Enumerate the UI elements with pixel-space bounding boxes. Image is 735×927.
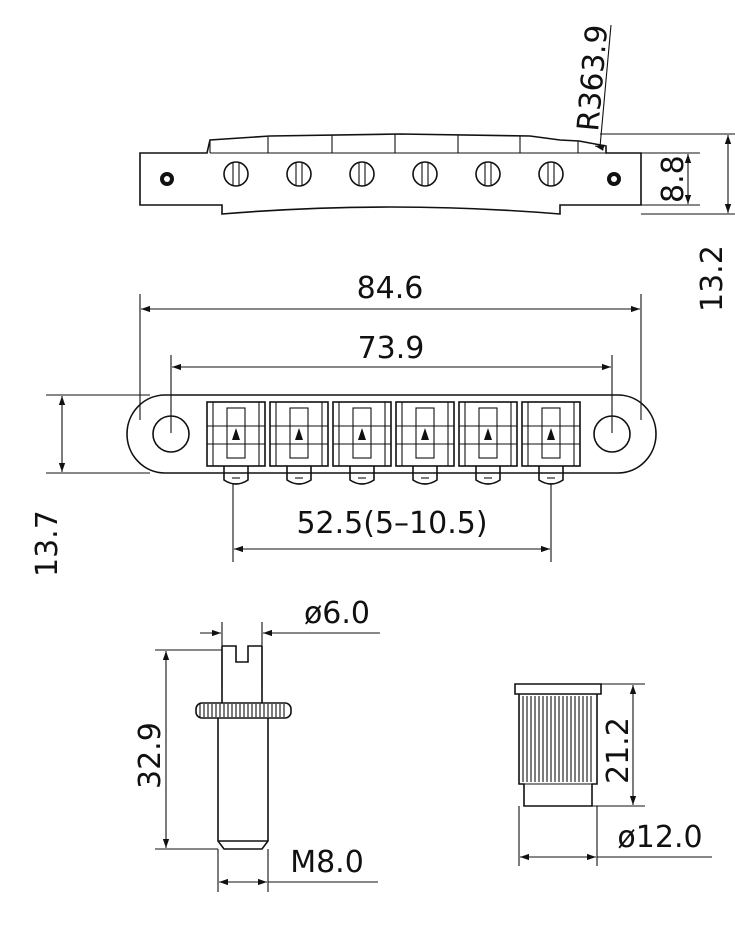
anchor-diameter-label: ø12.0	[617, 820, 702, 855]
overall-length-label: 84.6	[357, 271, 424, 306]
post-hole-left	[152, 415, 190, 453]
top-view: 84.6 73.9 13.7 52.5(5–10.5)	[30, 271, 657, 577]
post-hole-right	[593, 415, 631, 453]
dimension-21-2: 21.2	[592, 683, 645, 807]
saddle	[332, 401, 392, 485]
dimension-13-2: 13.2	[600, 133, 735, 312]
dimension-52-5: 52.5(5–10.5)	[232, 484, 552, 562]
string-spacing-label: 52.5(5–10.5)	[296, 506, 487, 541]
side-saddle-screw	[286, 161, 312, 187]
anchor-flange	[514, 683, 602, 695]
side-saddle-screw	[475, 161, 501, 187]
saddle	[395, 401, 455, 485]
side-saddle-screw	[223, 161, 249, 187]
dimension-m8: M8.0	[217, 845, 378, 892]
dimension-6-0: ø6.0	[200, 596, 380, 690]
stud-thread-label: M8.0	[290, 845, 364, 880]
stud-drawing: ø6.0 32.9 M8.0	[133, 596, 380, 892]
radius-label: R363.9	[571, 23, 615, 132]
dimension-8-8: 8.8	[641, 152, 700, 206]
post-spacing-label: 73.9	[358, 331, 425, 366]
saddle	[206, 401, 266, 485]
side-view-end-screws	[160, 172, 621, 186]
stud-length-label: 32.9	[133, 722, 168, 789]
saddle	[458, 401, 518, 485]
side-saddle-screw	[349, 161, 375, 187]
base-width-label: 13.7	[30, 510, 65, 577]
dimension-73-9: 73.9	[170, 331, 613, 433]
side-saddle-screw	[412, 161, 438, 187]
total-height-label: 13.2	[695, 245, 730, 312]
dimension-32-9: 32.9	[133, 649, 222, 850]
saddle	[521, 401, 581, 485]
radius-callout: R363.9	[571, 23, 615, 151]
anchor-drawing: 21.2 ø12.0	[514, 683, 712, 866]
side-height-label: 8.8	[656, 155, 691, 203]
top-view-saddles	[206, 401, 581, 485]
side-view-saddle-screws	[223, 161, 564, 187]
saddle	[269, 401, 329, 485]
side-saddle-screw	[538, 161, 564, 187]
stud-top-diameter-label: ø6.0	[304, 596, 370, 631]
anchor-knurl	[522, 696, 592, 782]
anchor-length-label: 21.2	[601, 717, 636, 784]
top-view-body	[126, 394, 657, 474]
stud-threaded-shaft	[217, 718, 269, 850]
side-view-saddle-tops	[209, 134, 606, 154]
dimension-13-7: 13.7	[30, 394, 150, 577]
dimension-12-0: ø12.0	[518, 806, 712, 866]
dimension-84-6: 84.6	[139, 271, 642, 420]
stud-top-shaft	[221, 645, 263, 703]
side-view-body	[139, 133, 642, 215]
side-view: R363.9 8.8 13.2	[139, 23, 735, 312]
